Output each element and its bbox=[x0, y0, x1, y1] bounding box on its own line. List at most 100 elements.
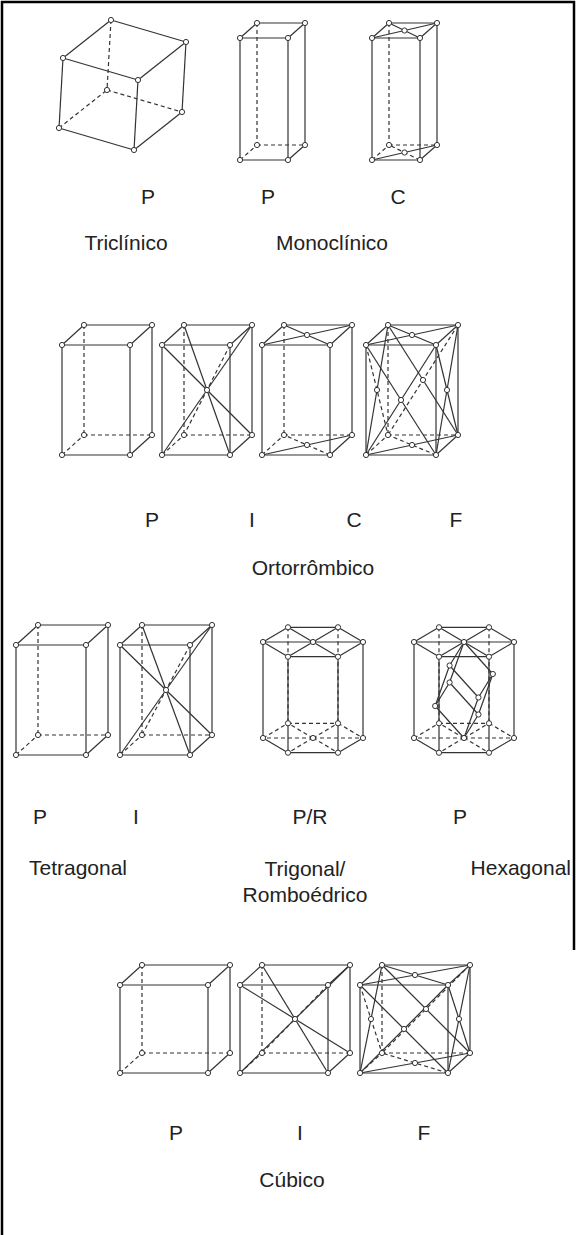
lattice-label: P bbox=[261, 184, 275, 210]
lattice-edge bbox=[86, 625, 108, 645]
lattice-edge bbox=[513, 642, 514, 738]
lattice-edge bbox=[208, 1053, 230, 1073]
lattice-edge bbox=[464, 698, 478, 738]
lattice-edge bbox=[337, 627, 338, 723]
lattice-point bbox=[444, 387, 449, 392]
lattice-edge bbox=[388, 23, 389, 145]
lattice-edge bbox=[162, 325, 184, 345]
lattice-edge bbox=[86, 735, 108, 755]
lattice-edge bbox=[464, 627, 489, 642]
lattice-point bbox=[285, 35, 290, 40]
lattice-label: P bbox=[141, 184, 155, 210]
lattice-edge bbox=[262, 965, 328, 1073]
lattice-edge bbox=[62, 435, 84, 455]
lattice-edge bbox=[85, 645, 86, 755]
lattice-point bbox=[335, 654, 340, 659]
lattice-edge bbox=[62, 344, 130, 345]
lattice-point bbox=[412, 972, 417, 977]
lattice-point bbox=[285, 750, 290, 755]
lattice-point bbox=[402, 28, 407, 33]
lattice-edge bbox=[464, 642, 489, 657]
lattice-point bbox=[117, 982, 122, 987]
frame-line bbox=[573, 1, 576, 950]
lattice-point bbox=[411, 639, 416, 644]
lattice-label: Hexagonal bbox=[471, 855, 571, 881]
lattice-point bbox=[445, 1070, 450, 1075]
lattice-edge bbox=[120, 1053, 142, 1073]
lattice-point bbox=[447, 680, 452, 685]
lattice-edge bbox=[229, 965, 230, 1053]
lattice-point bbox=[335, 750, 340, 755]
lattice-point bbox=[227, 452, 232, 457]
lattice-point bbox=[363, 452, 368, 457]
lattice-point bbox=[139, 732, 144, 737]
lattice-edge bbox=[439, 752, 489, 753]
lattice-point bbox=[187, 752, 192, 757]
lattice-label: Triclínico bbox=[84, 230, 167, 256]
lattice-edge bbox=[366, 345, 436, 455]
frame-line bbox=[1, 1, 575, 4]
lattice-edge bbox=[162, 435, 184, 455]
lattice-point bbox=[259, 962, 264, 967]
lattice-point bbox=[237, 1070, 242, 1075]
lattice-edge bbox=[240, 23, 257, 38]
lattice-edge bbox=[162, 345, 252, 435]
lattice-point bbox=[511, 735, 516, 740]
lattice-point bbox=[302, 20, 307, 25]
lattice-point bbox=[104, 87, 109, 92]
lattice-point bbox=[205, 982, 210, 987]
lattice-edge bbox=[439, 656, 489, 657]
lattice-edge bbox=[211, 625, 212, 735]
lattice-point bbox=[59, 452, 64, 457]
lattice-point bbox=[59, 342, 64, 347]
lattice-edge bbox=[489, 738, 514, 753]
lattice-edge bbox=[288, 642, 313, 657]
lattice-edge bbox=[142, 645, 190, 735]
lattice-point bbox=[436, 721, 441, 726]
lattice-edge bbox=[120, 625, 212, 755]
lattice-edge bbox=[284, 434, 352, 435]
lattice-point bbox=[259, 1050, 264, 1055]
lattice-edge bbox=[84, 434, 152, 435]
lattice-point bbox=[13, 752, 18, 757]
lattice-point bbox=[209, 732, 214, 737]
lattice-edge bbox=[372, 159, 420, 160]
lattice-point bbox=[131, 147, 136, 152]
lattice-point bbox=[402, 150, 407, 155]
lattice-edge bbox=[388, 325, 458, 435]
lattice-edge bbox=[251, 325, 252, 435]
lattice-edge bbox=[184, 325, 230, 455]
lattice-point bbox=[379, 962, 384, 967]
lattice-point bbox=[285, 157, 290, 162]
lattice-edge bbox=[327, 985, 328, 1073]
lattice-edge bbox=[184, 345, 230, 435]
lattice-point bbox=[420, 377, 425, 382]
lattice-edge bbox=[338, 723, 363, 738]
lattice-edge bbox=[489, 627, 514, 642]
lattice-edge bbox=[261, 345, 262, 455]
lattice-edge bbox=[360, 965, 470, 985]
lattice-edge bbox=[262, 642, 263, 738]
lattice-point bbox=[357, 1070, 362, 1075]
lattice-edge bbox=[240, 159, 288, 160]
lattice-edge bbox=[120, 735, 142, 755]
lattice-point bbox=[434, 20, 439, 25]
lattice-edge bbox=[263, 642, 288, 657]
lattice-edge bbox=[313, 627, 338, 642]
lattice-point bbox=[285, 625, 290, 630]
lattice-edge bbox=[288, 23, 305, 38]
lattice-edge bbox=[142, 624, 212, 625]
lattice-point bbox=[476, 712, 481, 717]
lattice-point bbox=[81, 432, 86, 437]
lattice-point bbox=[163, 687, 168, 692]
lattice-point bbox=[349, 322, 354, 327]
lattice-edge bbox=[447, 985, 448, 1073]
lattice-edge bbox=[162, 454, 230, 455]
lattice-point bbox=[13, 642, 18, 647]
lattice-edge bbox=[388, 324, 458, 325]
lattice-edge bbox=[389, 144, 437, 145]
lattice-edge bbox=[16, 754, 86, 755]
lattice-point bbox=[135, 77, 140, 82]
